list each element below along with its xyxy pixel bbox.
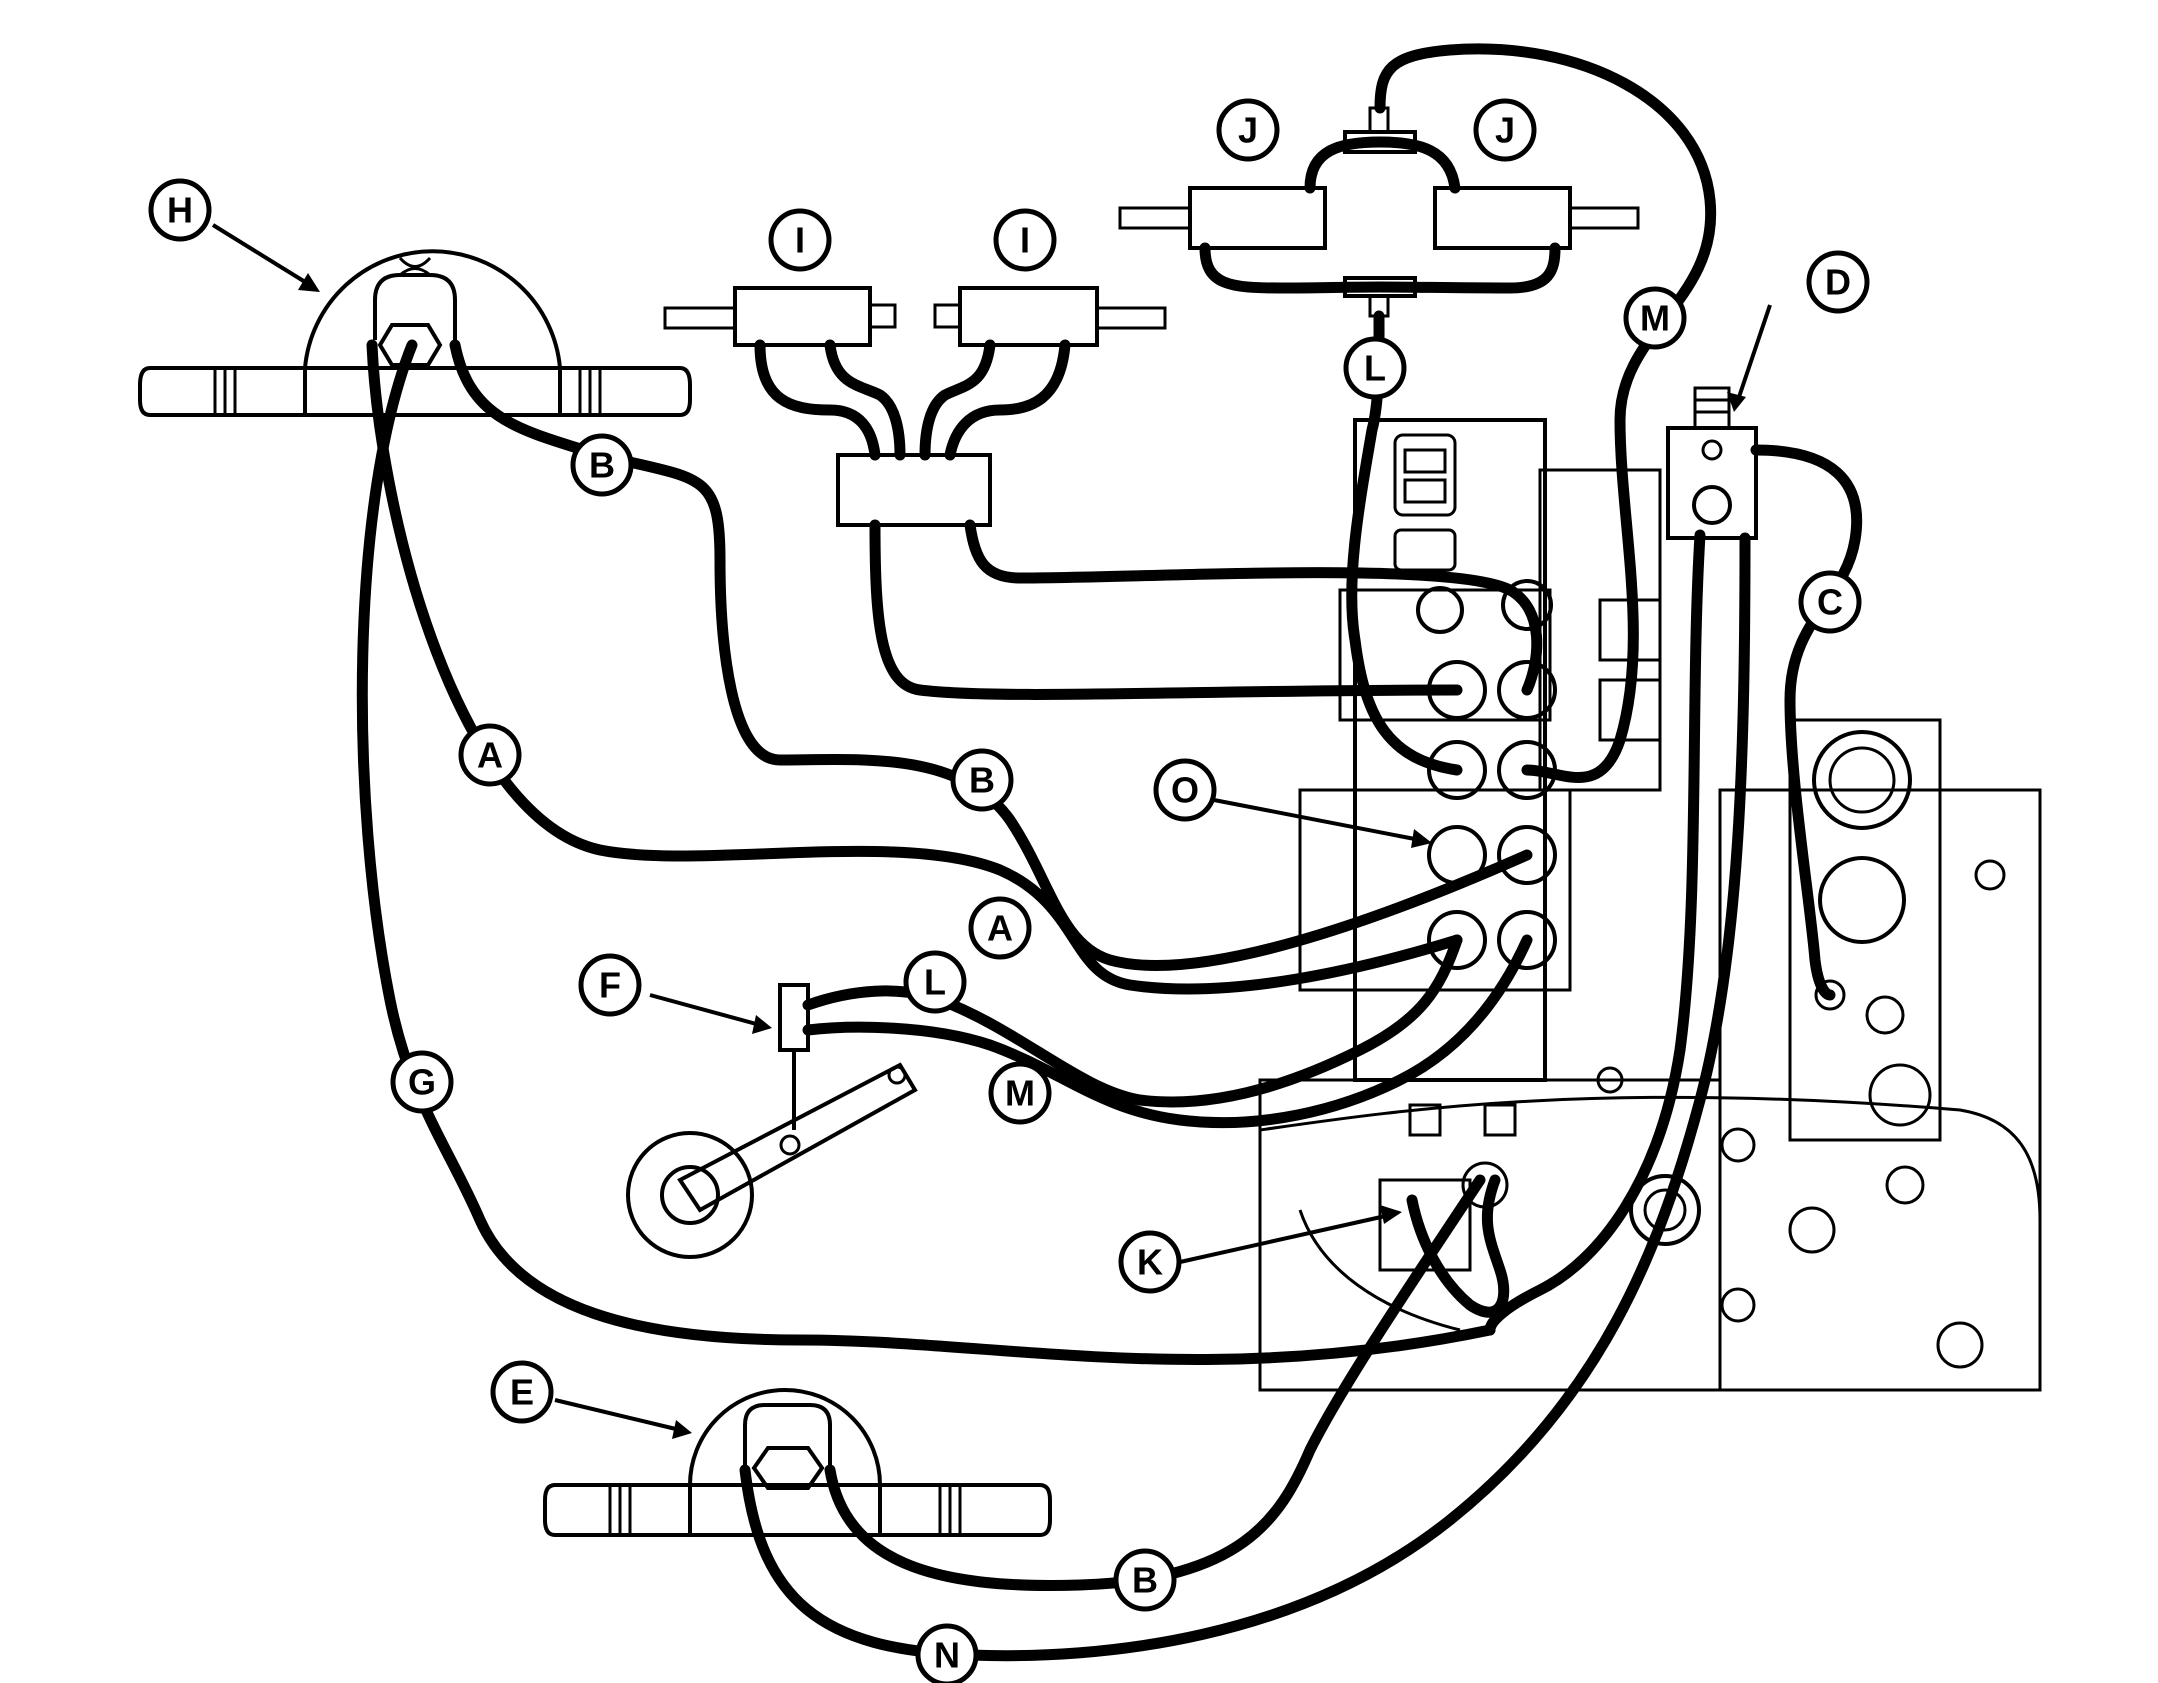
svg-text:I: I bbox=[795, 220, 805, 261]
svg-text:B: B bbox=[1132, 1560, 1158, 1601]
svg-text:M: M bbox=[1640, 298, 1670, 339]
svg-text:C: C bbox=[1817, 582, 1843, 623]
callout-m-upper: M bbox=[1623, 286, 1687, 350]
cylinder-j-right bbox=[1433, 186, 1640, 250]
hose-manifold-left bbox=[869, 519, 1463, 700]
hose-d-1 bbox=[1484, 529, 1706, 1336]
svg-text:M: M bbox=[1005, 1073, 1035, 1114]
cylinder-i-right bbox=[933, 286, 1167, 347]
hose-g bbox=[356, 339, 1496, 1366]
callout-a-lower: A bbox=[968, 896, 1032, 960]
hoses bbox=[356, 43, 1863, 1662]
cylinder-j-left bbox=[1118, 186, 1327, 250]
hose-k bbox=[1406, 1174, 1510, 1318]
hose-manifold-right bbox=[964, 519, 1543, 696]
svg-text:F: F bbox=[599, 965, 621, 1006]
callout-h: H bbox=[148, 178, 212, 242]
callout-b-lower: B bbox=[1113, 1548, 1177, 1612]
svg-text:O: O bbox=[1171, 770, 1199, 811]
hose-i-1 bbox=[754, 339, 881, 461]
callout-i-right: I bbox=[993, 208, 1057, 272]
manifold-block bbox=[836, 453, 992, 527]
callout-n: N bbox=[915, 1623, 979, 1683]
hose-n bbox=[739, 532, 1751, 1662]
svg-text:G: G bbox=[408, 1062, 436, 1103]
callout-i-left: I bbox=[768, 208, 832, 272]
valve-block-d bbox=[1666, 386, 1758, 540]
svg-text:D: D bbox=[1825, 262, 1851, 303]
svg-text:L: L bbox=[924, 962, 946, 1003]
callout-f: F bbox=[578, 953, 642, 1017]
hose-i-3 bbox=[919, 339, 996, 461]
svg-text:L: L bbox=[1364, 348, 1386, 389]
hose-j-loop bbox=[1199, 242, 1561, 294]
hose-c bbox=[1750, 444, 1863, 1001]
leader-lines bbox=[211, 223, 1772, 1439]
valve-stack-assembly bbox=[1258, 418, 2042, 1392]
callout-b-middle: B bbox=[950, 748, 1014, 812]
callout-o: O bbox=[1153, 758, 1217, 822]
callout-a-upper: A bbox=[458, 723, 522, 787]
hose-i-4 bbox=[944, 339, 1071, 461]
callout-g: G bbox=[390, 1050, 454, 1114]
linkage-f bbox=[626, 983, 918, 1259]
svg-text:B: B bbox=[589, 445, 615, 486]
hose-j-top bbox=[1304, 136, 1461, 194]
svg-text:J: J bbox=[1495, 110, 1515, 151]
callout-d: D bbox=[1806, 250, 1870, 314]
svg-text:K: K bbox=[1137, 1242, 1163, 1283]
svg-text:A: A bbox=[477, 735, 503, 776]
mount-e bbox=[543, 1388, 1052, 1537]
svg-text:J: J bbox=[1238, 110, 1258, 151]
svg-text:H: H bbox=[167, 190, 193, 231]
svg-text:E: E bbox=[510, 1372, 534, 1413]
svg-text:A: A bbox=[987, 908, 1013, 949]
callout-b-upper: B bbox=[570, 433, 634, 497]
hose-m-lower bbox=[802, 934, 1533, 1129]
hose-b-lower bbox=[824, 1174, 1486, 1591]
svg-text:B: B bbox=[969, 760, 995, 801]
callout-j-left: J bbox=[1216, 98, 1280, 162]
mount-h bbox=[138, 249, 692, 417]
hose-a bbox=[366, 339, 1463, 995]
callout-j-right: J bbox=[1473, 98, 1537, 162]
cylinder-i-left bbox=[663, 286, 897, 347]
callout-l-upper: L bbox=[1343, 336, 1407, 400]
callout-c: C bbox=[1798, 570, 1862, 634]
callout-l-lower: L bbox=[903, 950, 967, 1014]
svg-text:I: I bbox=[1020, 220, 1030, 261]
callout-m-lower: M bbox=[988, 1061, 1052, 1125]
callout-e: E bbox=[490, 1360, 554, 1424]
svg-text:N: N bbox=[934, 1635, 960, 1676]
hose-i-2 bbox=[824, 339, 906, 461]
callout-k: K bbox=[1118, 1230, 1182, 1294]
